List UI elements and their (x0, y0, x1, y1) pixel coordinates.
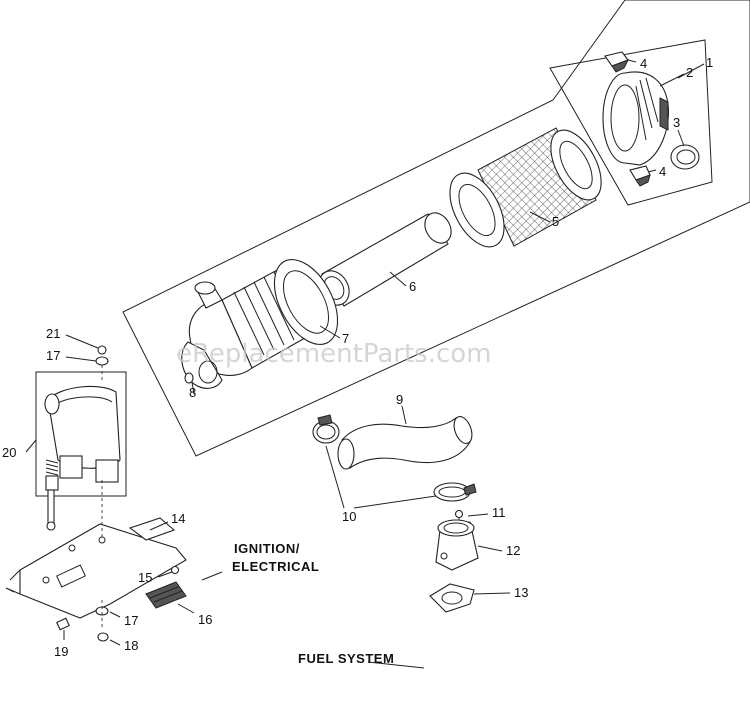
callout-9: 9 (396, 392, 403, 407)
air-filter-element[interactable] (439, 122, 612, 256)
callout-20: 20 (2, 445, 16, 460)
top-washer[interactable] (95, 356, 109, 366)
callout-7: 7 (342, 331, 349, 346)
callout-18: 18 (124, 638, 138, 653)
callout-13: 13 (514, 585, 528, 600)
callout-4-bottom: 4 (659, 164, 666, 179)
callout-17-lower: 17 (124, 613, 138, 628)
callout-1: 1 (706, 55, 713, 70)
callout-10: 10 (342, 509, 356, 524)
vacuator-valve[interactable] (184, 372, 194, 384)
rectifier-regulator[interactable] (145, 581, 187, 609)
adapter-screw[interactable] (454, 509, 464, 525)
top-screw[interactable] (97, 345, 107, 355)
callout-16: 16 (198, 612, 212, 627)
adapter-gasket[interactable] (429, 583, 475, 613)
bracket-spring[interactable] (45, 459, 59, 491)
callout-12: 12 (506, 543, 520, 558)
ignition-reference-line1[interactable]: IGNITION/ (234, 541, 300, 556)
ignition-reference-line2[interactable]: ELECTRICAL (232, 559, 319, 574)
hose-clamp-lower[interactable] (433, 482, 477, 502)
hose-clamp-upper[interactable] (312, 414, 340, 444)
callout-15: 15 (138, 570, 152, 585)
air-cleaner-assembly-outline (122, 0, 750, 457)
watermark: eReplacementParts.com (176, 339, 492, 369)
callout-11: 11 (492, 505, 506, 520)
callout-6: 6 (409, 279, 416, 294)
leader-lines (25, 59, 705, 669)
callout-17-upper: 17 (46, 348, 60, 363)
cover-clip-bottom[interactable] (629, 165, 651, 187)
callout-2: 2 (686, 65, 693, 80)
callout-5: 5 (552, 214, 559, 229)
intake-hose[interactable] (337, 414, 475, 470)
air-cleaner-cover[interactable] (602, 71, 670, 166)
callout-14: 14 (171, 511, 185, 526)
bracket-screw[interactable] (170, 565, 180, 575)
callout-4-top: 4 (640, 56, 647, 71)
air-cleaner-housing[interactable] (181, 249, 351, 389)
callout-8: 8 (189, 385, 196, 400)
fuel-system-reference[interactable]: FUEL SYSTEM (298, 651, 394, 666)
mounting-bracket-assembly-box (35, 371, 127, 497)
nut-lower[interactable] (97, 632, 109, 642)
callout-19: 19 (54, 644, 68, 659)
intake-elbow-adapter[interactable] (435, 519, 479, 571)
bracket-bolt[interactable] (46, 489, 56, 531)
cover-assembly-box (549, 39, 713, 206)
callout-21: 21 (46, 326, 60, 341)
cover-clip-top[interactable] (604, 51, 630, 73)
inner-safety-element[interactable] (313, 208, 457, 310)
cover-seal-ring[interactable] (670, 144, 700, 170)
filter-mounting-band[interactable] (44, 385, 121, 483)
callout-3: 3 (673, 115, 680, 130)
pin[interactable] (56, 617, 70, 631)
